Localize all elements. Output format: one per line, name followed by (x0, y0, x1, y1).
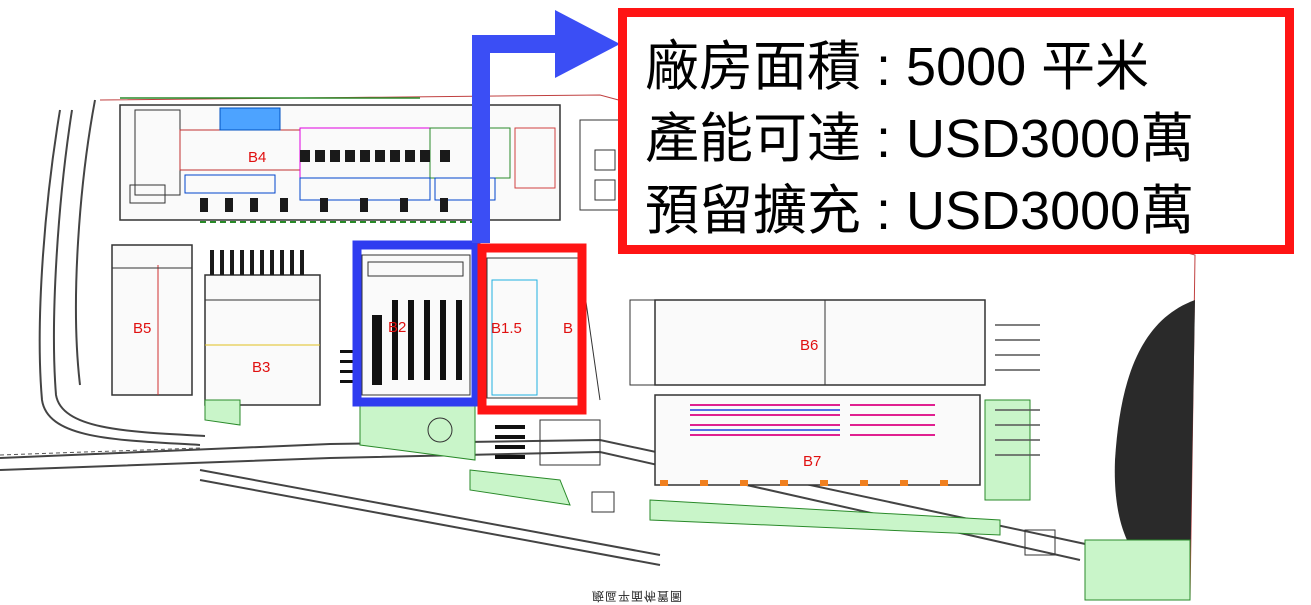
b3-label: B3 (252, 359, 270, 376)
capacity-info-box: 廠房面積 : 5000 平米 產能可達 : USD3000萬 預留擴充 : US… (618, 8, 1294, 254)
capacity-value: USD3000萬 (906, 109, 1195, 169)
roundabout (427, 417, 453, 443)
right-parking (995, 324, 1040, 456)
building-b5: B5 (111, 244, 193, 396)
info-line-capacity: 產能可達 : USD3000萬 (645, 109, 1194, 169)
building-b1-5: B1.5 B (486, 257, 601, 401)
area-separator: : (876, 37, 892, 97)
building-b7: B7 (654, 394, 981, 486)
arrow-to-info (472, 10, 620, 243)
gate-house (591, 491, 615, 513)
b2-label: B2 (388, 319, 406, 336)
capacity-label: 產能可達 (645, 109, 861, 169)
building-b2: B2 (361, 254, 471, 396)
b-label: B (563, 320, 573, 337)
building-b4: B4 (119, 97, 561, 223)
plan-caption: 廠區平面佈置圖 (592, 589, 684, 603)
small-structures (579, 119, 621, 211)
info-line-area: 廠房面積 : 5000 平米 (645, 37, 1149, 97)
guard-house (1024, 529, 1056, 556)
expansion-separator: : (876, 181, 892, 241)
building-b6: B6 (629, 299, 986, 386)
b5-label: B5 (133, 320, 151, 337)
dashed-road (0, 447, 201, 456)
expansion-label: 預留擴充 (645, 181, 861, 241)
parking-stripes (340, 350, 525, 459)
b1-5-highlight-box (477, 243, 587, 415)
capacity-separator: : (876, 109, 892, 169)
gate-area (539, 419, 601, 466)
b2-highlight-box (352, 240, 481, 407)
expansion-value: USD3000萬 (906, 181, 1195, 241)
area-value: 5000 平米 (906, 37, 1150, 97)
b4-label: B4 (248, 149, 266, 166)
green-areas (204, 399, 1191, 601)
hatched-terrain (1114, 300, 1195, 585)
area-label: 廠房面積 (645, 37, 861, 97)
b7-label: B7 (803, 453, 821, 470)
info-line-expansion: 預留擴充 : USD3000萬 (645, 181, 1194, 241)
b1-5-label: B1.5 (491, 320, 522, 337)
b6-label: B6 (800, 337, 818, 354)
building-b3: B3 (204, 250, 321, 406)
